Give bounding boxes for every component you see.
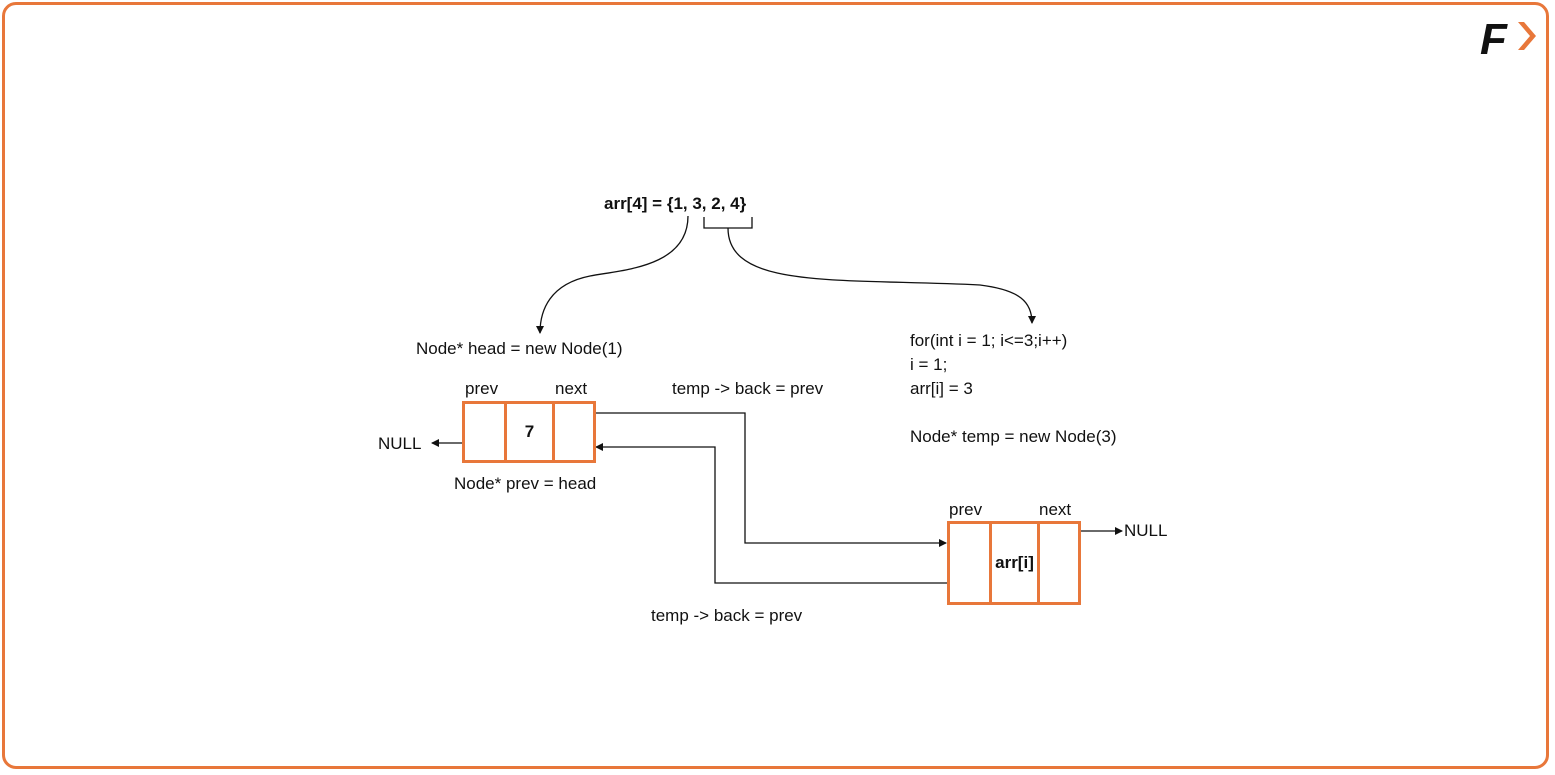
array-bracket: [703, 217, 753, 229]
node2-next-cell: [1040, 524, 1078, 602]
head-statement: Node* head = new Node(1): [416, 339, 623, 358]
node1-null-label: NULL: [378, 434, 422, 453]
logo: F: [1480, 16, 1536, 58]
node1-box: 7: [462, 401, 596, 463]
node2-null-label: NULL: [1124, 521, 1168, 540]
loop-line-4: Node* temp = new Node(3): [910, 427, 1117, 446]
logo-arrow-icon: [1518, 22, 1536, 50]
node2-next-label: next: [1039, 500, 1072, 519]
loop-line-1: for(int i = 1; i<=3;i++): [910, 331, 1068, 350]
logo-letter: F: [1480, 16, 1508, 58]
node2-value-cell: arr[i]: [992, 524, 1040, 602]
node1-next-label: next: [555, 379, 588, 398]
link-label-top: temp -> back = prev: [672, 379, 824, 398]
node2-box: arr[i]: [947, 521, 1081, 605]
arrow-to-head: [536, 215, 689, 334]
node2-prev-cell: [950, 524, 992, 602]
node1-next-cell: [555, 404, 593, 460]
node1-prev-label: prev: [465, 379, 499, 398]
arrow-to-loop: [727, 227, 1036, 324]
loop-line-3: arr[i] = 3: [910, 379, 973, 398]
node1-prev-cell: [465, 404, 507, 460]
node2-prev-label: prev: [949, 500, 983, 519]
arrow-next-link: [596, 412, 947, 547]
loop-line-2: i = 1;: [910, 355, 948, 374]
array-expression: arr[4] = {1, 3, 2, 4}: [604, 194, 747, 213]
arrow-back-link: [595, 443, 948, 584]
link-label-bottom: temp -> back = prev: [651, 606, 803, 625]
node1-value-cell: 7: [507, 404, 555, 460]
node1-caption: Node* prev = head: [454, 474, 597, 493]
